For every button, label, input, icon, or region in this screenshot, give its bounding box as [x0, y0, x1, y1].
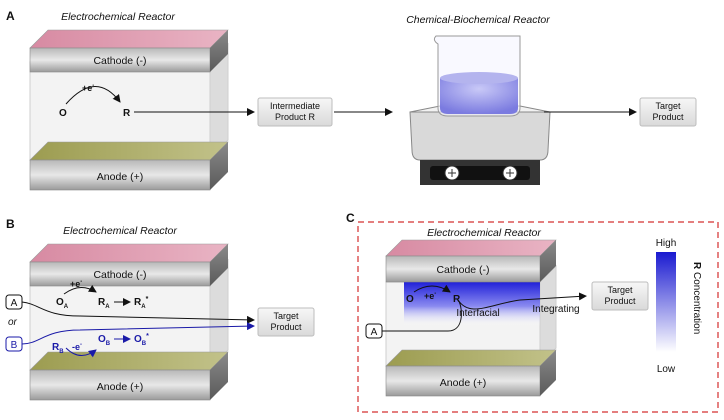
panel-c-cathode-top	[385, 239, 557, 257]
panel-c-o: O	[406, 294, 414, 305]
panel-c-cathode-label: Cathode (-)	[436, 264, 489, 276]
panel-c-reactor: Cathode (-) Anode (+)	[385, 239, 557, 397]
panel-b-eb: -e-	[72, 342, 82, 352]
panel-b-letter: B	[6, 217, 15, 231]
panel-c-concentration-layer	[404, 282, 540, 326]
panel-c-target-line2: Product	[604, 296, 636, 306]
legend-low: Low	[657, 364, 676, 375]
panel-a-target-line1: Target	[655, 101, 681, 111]
panel-b-target-box	[257, 307, 315, 337]
panel-b-cathode-top	[29, 243, 229, 263]
panel-b-rb: RB	[52, 342, 64, 355]
panel-b-input-a-label: A	[11, 298, 18, 309]
panel-c-anode-top	[385, 349, 557, 367]
panel-b-target-line1: Target	[273, 311, 299, 321]
panel-c-interfacial: Interfacial	[456, 308, 499, 319]
panel-b-target-line2: Product	[270, 322, 302, 332]
panel-c-title: Electrochemical Reactor	[427, 227, 541, 239]
panel-b-ob: OB	[98, 334, 111, 347]
panel-a-electron: +e-	[82, 83, 94, 93]
panel-a-target-box	[639, 97, 697, 127]
panel-b-ra: RA	[98, 297, 110, 310]
panel-a-anode-label: Anode (+)	[97, 171, 143, 183]
panel-a-letter: A	[6, 9, 15, 23]
panel-c-dashed-border	[357, 221, 719, 413]
panel-a-anode-top	[29, 141, 229, 161]
panel-c-flow-path	[382, 292, 587, 332]
panel-a-intermediate-box	[257, 97, 333, 127]
panel-c-target-line1: Target	[607, 285, 633, 295]
panel-c-letter: C	[346, 211, 355, 225]
panel-b-ob-star: OB*	[134, 333, 149, 347]
panel-b-ea: +e-	[70, 279, 82, 289]
panel-c-input-a-label: A	[371, 327, 378, 338]
panel-a-species-o: O	[59, 108, 67, 119]
panel-b-cathode-label: Cathode (-)	[93, 269, 146, 281]
panel-b-path-b	[21, 322, 255, 345]
panel-a-target-line2: Product	[652, 112, 684, 122]
panel-a-cathode-label: Cathode (-)	[93, 55, 146, 67]
legend-axis-label: R Concentration	[691, 262, 702, 334]
legend-high: High	[656, 238, 677, 249]
panel-c-e: +e-	[424, 291, 436, 301]
panel-a-chem-title: Chemical-Biochemical Reactor	[406, 14, 550, 26]
panel-b-oa: OA	[56, 297, 69, 310]
panel-a-cathode-top	[29, 29, 229, 49]
panel-b-ra-star: RA*	[134, 296, 149, 310]
panel-b-title: Electrochemical Reactor	[63, 225, 177, 237]
panel-b-or: or	[8, 317, 18, 328]
panel-c-r: R	[453, 294, 461, 305]
panel-a-reactor: Cathode (-) Anode (+)	[29, 29, 229, 191]
panel-b-input-b-label: B	[11, 340, 18, 351]
panel-a-electro-title: Electrochemical Reactor	[61, 11, 175, 23]
panel-a-reduction-arrow	[65, 86, 121, 105]
beaker-on-stirrer-illustration	[409, 35, 551, 185]
panel-b-path-a	[21, 301, 255, 324]
panel-b-reactor: Cathode (-) Anode (+)	[29, 243, 229, 401]
panel-c-anode-label: Anode (+)	[440, 377, 486, 389]
panel-b-anode-label: Anode (+)	[97, 381, 143, 393]
panel-a-intermediate-line2: Product R	[275, 112, 316, 122]
panel-a-intermediate-line1: Intermediate	[270, 101, 320, 111]
concentration-legend-bar	[656, 252, 676, 352]
panel-a-species-r: R	[123, 108, 131, 119]
panel-c-target-box	[591, 281, 649, 311]
panel-c-integrating: Integrating	[532, 304, 579, 315]
